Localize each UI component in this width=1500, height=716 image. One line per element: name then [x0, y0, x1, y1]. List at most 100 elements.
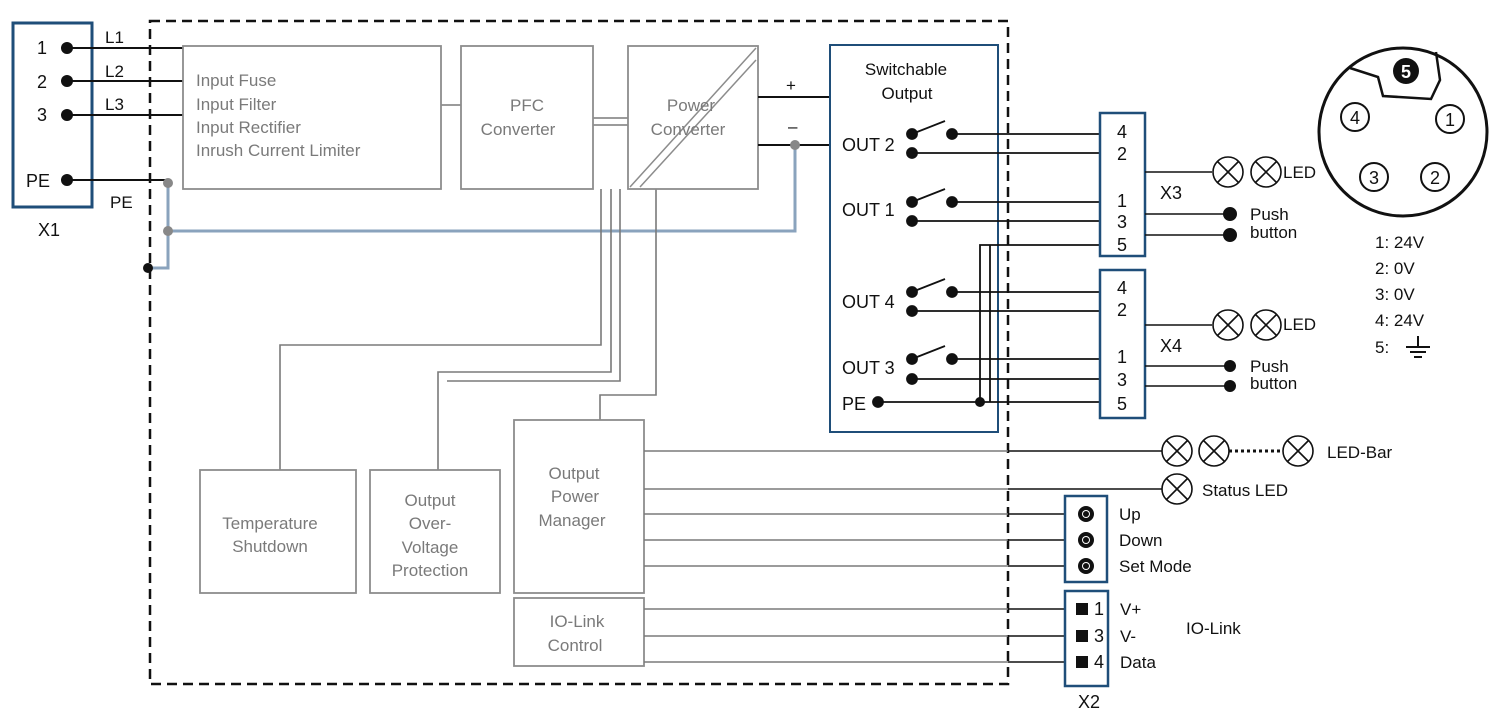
x3-led-label: LED — [1283, 163, 1316, 182]
x1-label: X1 — [38, 220, 60, 240]
input-block-line-4: Inrush Current Limiter — [196, 141, 361, 160]
x2-signal-vminus: V- — [1120, 627, 1136, 646]
legend-line-3: 3: 0V — [1375, 285, 1415, 304]
led-bar — [1161, 435, 1314, 467]
temp-line-1: Temperature — [222, 514, 317, 533]
x3-pin-1: 1 — [1117, 191, 1127, 211]
switchable-line-2: Output — [881, 84, 932, 103]
connector-pin-5: 5 — [1401, 62, 1411, 82]
iolink-control-block: IO-Link Control — [513, 597, 645, 667]
iolink-ctrl-line-2: Control — [548, 636, 603, 655]
ovp-line-3: Voltage — [402, 538, 459, 557]
switchable-line-1: Switchable — [865, 60, 947, 79]
x4-pin-2: 2 — [1117, 300, 1127, 320]
power-line-2: Converter — [651, 120, 726, 139]
connector-pin-4: 4 — [1350, 108, 1360, 128]
ovp-block: Output Over- Voltage Protection — [369, 469, 501, 594]
x4-label: X4 — [1160, 336, 1182, 356]
x4-led-label: LED — [1283, 315, 1316, 334]
x4-peripherals — [1145, 309, 1282, 387]
out1-label: OUT 1 — [842, 200, 895, 220]
buttons-terminal — [1063, 494, 1109, 584]
x2-label: X2 — [1078, 692, 1100, 712]
pfc-line-1: PFC — [510, 96, 544, 115]
temp-line-2: Shutdown — [232, 537, 308, 556]
x4-pin-4: 4 — [1117, 278, 1127, 298]
connector-pin-2: 2 — [1430, 168, 1440, 188]
x3-button-dot-b — [1223, 228, 1237, 242]
out2-label: OUT 2 — [842, 135, 895, 155]
power-converter-block: Power Converter — [627, 45, 759, 190]
x3-pin-5: 5 — [1117, 235, 1127, 255]
pe-out-label: PE — [842, 394, 866, 414]
pe-label: PE — [110, 193, 133, 212]
x4-terminal: 4 2 1 3 5 X4 — [1098, 268, 1182, 420]
ovp-line-2: Over- — [409, 514, 452, 533]
input-block-line-1: Input Fuse — [196, 71, 276, 90]
x4-push-label: Push — [1250, 357, 1289, 376]
device-boundary — [148, 19, 1010, 686]
opm-line-3: Manager — [538, 511, 605, 530]
switchable-output-block: Switchable Output OUT 2 OUT 1 OUT 4 OUT … — [829, 44, 999, 433]
status-led-label: Status LED — [1202, 481, 1288, 500]
ovp-line-4: Protection — [392, 561, 469, 580]
button-setmode-label: Set Mode — [1119, 557, 1192, 576]
l2-label: L2 — [105, 62, 124, 81]
l3-label: L3 — [105, 95, 124, 114]
input-lines — [67, 47, 183, 181]
x3-pin-2: 2 — [1117, 144, 1127, 164]
x1-pin-pe: PE — [26, 171, 50, 191]
iolink-ctrl-line-1: IO-Link — [550, 612, 605, 631]
legend-line-1: 1: 24V — [1375, 233, 1425, 252]
ground-icon — [1406, 336, 1430, 358]
power-line-1: Power — [667, 96, 716, 115]
led-bar-label: LED-Bar — [1327, 443, 1393, 462]
iolink-wiring — [644, 608, 1078, 663]
input-block-line-3: Input Rectifier — [196, 118, 301, 137]
input-block-line-2: Input Filter — [196, 95, 277, 114]
connector-pin-3: 3 — [1369, 168, 1379, 188]
pe-junction — [975, 397, 985, 407]
pe-dot-b — [163, 226, 173, 236]
pfc-line-2: Converter — [481, 120, 556, 139]
opm-line-1: Output — [548, 464, 599, 483]
x4-button-dot-b — [1224, 380, 1236, 392]
x4-button-dot-a — [1224, 360, 1236, 372]
minus-label: – — [788, 117, 798, 136]
connector-legend: 1: 24V 2: 0V 3: 0V 4: 24V 5: — [1375, 233, 1430, 358]
x4-pin-1: 1 — [1117, 347, 1127, 367]
x3-pin-3: 3 — [1117, 212, 1127, 232]
x3-peripherals — [1145, 156, 1282, 236]
x2-pin-1: 1 — [1094, 599, 1104, 619]
x4-pin-3: 3 — [1117, 370, 1127, 390]
out3-label: OUT 3 — [842, 358, 895, 378]
x2-signal-data: Data — [1120, 653, 1156, 672]
x3-button-label: button — [1250, 223, 1297, 242]
x4-pin-5: 5 — [1117, 394, 1127, 414]
x3-label: X3 — [1160, 183, 1182, 203]
pfc-block: PFC Converter — [460, 45, 594, 190]
x1-pin-2: 2 — [37, 72, 47, 92]
x2-signal-vplus: V+ — [1120, 600, 1141, 619]
legend-line-2: 2: 0V — [1375, 259, 1415, 278]
out4-label: OUT 4 — [842, 292, 895, 312]
temperature-shutdown-block: Temperature Shutdown — [199, 469, 357, 594]
x3-pin-4: 4 — [1117, 122, 1127, 142]
output-power-manager-block: Output Power Manager — [513, 419, 645, 594]
pe-wiring — [150, 145, 797, 270]
pe-dot-a — [163, 178, 173, 188]
plus-label: + — [786, 76, 796, 95]
minus-node — [790, 140, 800, 150]
legend-line-5: 5: — [1375, 338, 1389, 357]
ovp-line-1: Output — [404, 491, 455, 510]
opm-line-2: Power — [551, 487, 600, 506]
output-wiring — [878, 133, 1100, 403]
pe-dot-c — [143, 263, 153, 273]
x2-pin-4: 4 — [1094, 652, 1104, 672]
x3-push-label: Push — [1250, 205, 1289, 224]
m12-connector: 5 4 1 3 2 — [1317, 46, 1489, 218]
input-block: Input Fuse Input Filter Input Rectifier … — [182, 45, 442, 190]
legend-line-4: 4: 24V — [1375, 311, 1425, 330]
x1-pin-3: 3 — [37, 105, 47, 125]
